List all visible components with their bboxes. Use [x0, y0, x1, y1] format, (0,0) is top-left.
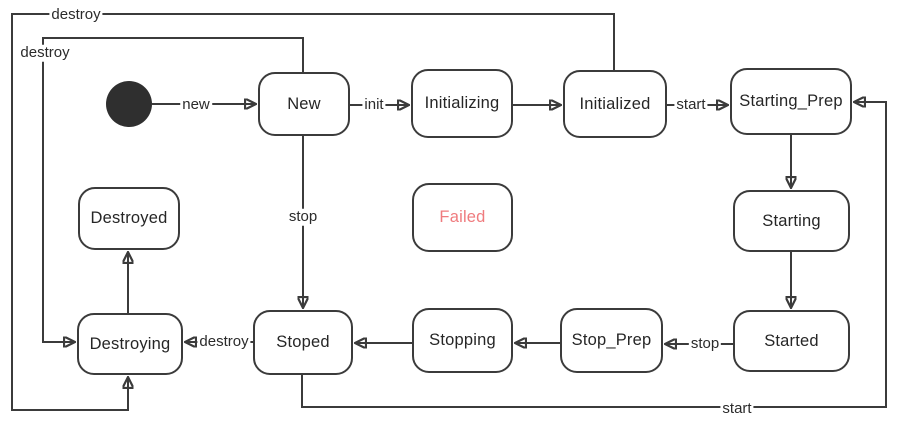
- state-starting-prep: Starting_Prep: [730, 68, 852, 135]
- state-label: Stopping: [429, 331, 496, 349]
- state-label: Failed: [439, 208, 486, 226]
- edge-label-init: init: [362, 95, 386, 114]
- state-started: Started: [733, 310, 850, 372]
- edge-label-stop-middle: stop: [286, 207, 320, 226]
- edge-initialized-to-destroying: [11, 13, 615, 411]
- edge-label-destroy-left: destroy: [18, 43, 72, 62]
- state-label: Initializing: [424, 94, 500, 112]
- state-stop-prep: Stop_Prep: [560, 308, 663, 373]
- edge-label-start-bottom: start: [720, 399, 754, 418]
- state-destroying: Destroying: [77, 313, 183, 375]
- edge-label-destroy-top: destroy: [49, 5, 103, 24]
- state-initialized: Initialized: [563, 70, 667, 138]
- edge-label-start-top: start: [674, 95, 708, 114]
- initial-state-icon: [106, 81, 152, 127]
- state-label: Starting: [762, 211, 821, 230]
- state-label: Stop_Prep: [571, 331, 652, 349]
- state-label: Destroying: [89, 334, 171, 353]
- edge-stoped-to-starting-prep: [301, 102, 887, 408]
- edge-label-destroy-bottom: destroy: [197, 332, 251, 351]
- state-starting: Starting: [733, 190, 850, 252]
- state-stoped: Stoped: [253, 310, 353, 375]
- state-stopping: Stopping: [412, 308, 513, 373]
- state-label: Destroyed: [90, 209, 168, 227]
- state-label: Stoped: [276, 333, 330, 351]
- state-failed: Failed: [412, 183, 513, 252]
- state-new: New: [258, 72, 350, 136]
- edge-label-stop-right: stop: [688, 334, 722, 353]
- state-destroyed: Destroyed: [78, 187, 180, 250]
- state-label: Started: [764, 331, 819, 350]
- state-label: New: [287, 94, 321, 113]
- state-label: Initialized: [579, 94, 651, 113]
- state-label: Starting_Prep: [739, 92, 843, 110]
- state-initializing: Initializing: [411, 69, 513, 138]
- edge-new-to-destroying: [42, 37, 304, 342]
- edge-label-new: new: [180, 95, 212, 114]
